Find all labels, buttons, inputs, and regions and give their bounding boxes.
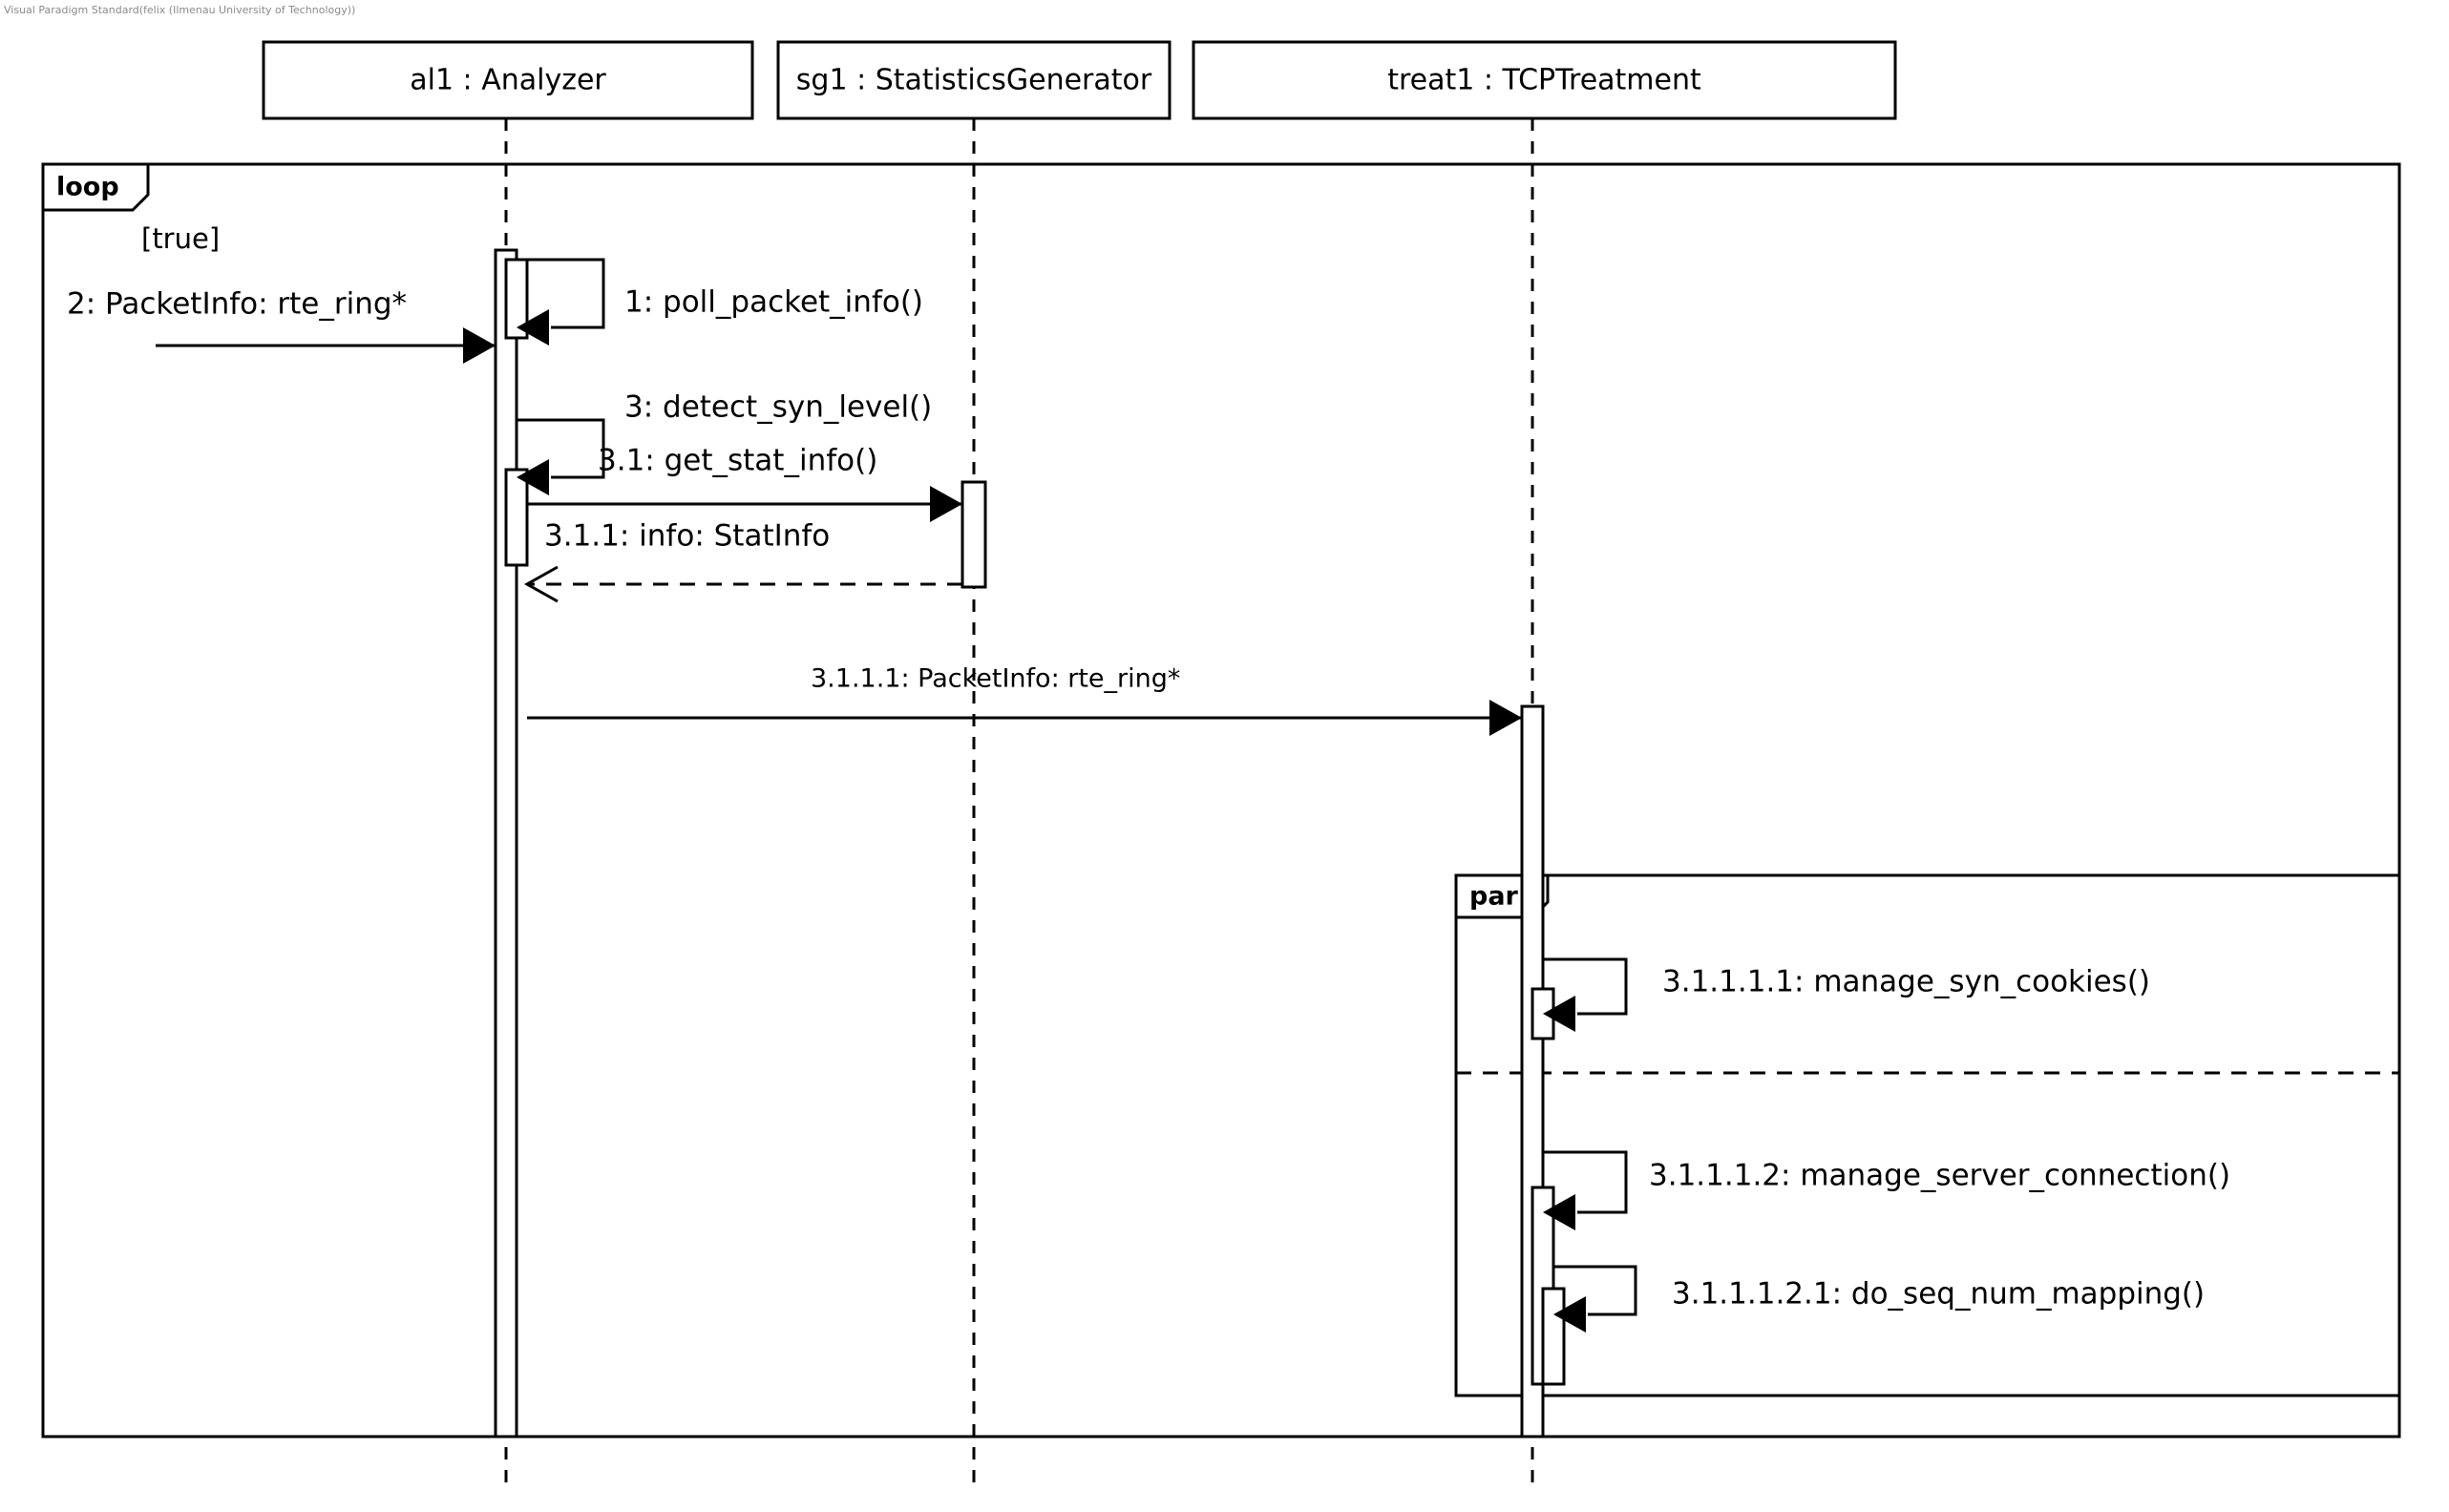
activation-act-al1-self-detect <box>504 468 529 567</box>
message-label-msg-3-1-1-1-2-manage-server-connection: 3.1.1.1.2: manage_server_connection() <box>1649 1159 2230 1193</box>
fragment-operator-label-loop: loop <box>56 173 119 202</box>
activation-act-treat1-seq <box>1541 1287 1566 1386</box>
fragment-tab-loop <box>41 162 150 212</box>
arrowhead-msg-3-1-1-1-2-manage-server-connection <box>1543 1194 1575 1230</box>
activation-act-sg1 <box>961 480 987 589</box>
fragment-frame-par <box>1454 873 2401 1397</box>
message-label-msg-3-1-1-info-statinfo: 3.1.1: info: StatInfo <box>544 519 830 554</box>
fragment-frame-loop <box>41 162 2401 1438</box>
message-line-msg-3-1-1-1-2-1-do-seq-num-mapping <box>1553 1265 1637 1316</box>
arrowhead-msg-3-1-1-info-statinfo <box>523 565 559 603</box>
lifeline-label-al1: al1 : Analyzer <box>410 64 606 97</box>
message-line-msg-3-1-1-1-2-manage-server-connection <box>1543 1150 1628 1214</box>
message-label-msg-3-1-1-1-1-manage-syn-cookies: 3.1.1.1.1: manage_syn_cookies() <box>1662 965 2150 999</box>
message-label-msg-3-1-1-1-2-1-do-seq-num-mapping: 3.1.1.1.2.1: do_seq_num_mapping() <box>1672 1277 2205 1312</box>
arrowhead-msg-1-poll-packet-info <box>517 309 549 346</box>
message-label-msg-2-packetinfo: 2: PacketInfo: rte_ring* <box>67 287 407 322</box>
arrowhead-msg-3-1-1-1-packetinfo <box>1489 700 1522 736</box>
message-line-msg-3-detect-syn-level <box>517 418 605 479</box>
activation-act-al1-outer <box>494 248 518 1438</box>
arrowhead-msg-2-packetinfo <box>463 327 496 364</box>
message-label-msg-1-poll-packet-info: 1: poll_packet_info() <box>624 285 923 320</box>
arrowhead-msg-3-1-1-1-1-manage-syn-cookies <box>1543 996 1575 1032</box>
message-line-msg-3-1-1-1-1-manage-syn-cookies <box>1543 957 1628 1016</box>
message-label-msg-3-detect-syn-level: 3: detect_syn_level() <box>624 390 932 425</box>
lifeline-header-al1[interactable] <box>262 40 754 120</box>
lifeline-header-sg1[interactable] <box>776 40 1172 120</box>
arrowhead-msg-3-1-get-stat-info <box>930 486 962 522</box>
message-label-msg-3-1-get-stat-info: 3.1: get_stat_info() <box>598 444 877 478</box>
message-label-msg-3-1-1-1-packetinfo: 3.1.1.1: PacketInfo: rte_ring* <box>811 664 1180 694</box>
message-line-msg-1-poll-packet-info <box>517 258 605 329</box>
watermark-text: Visual Paradigm Standard(felix (Ilmenau … <box>4 4 356 16</box>
lifeline-header-treat1[interactable] <box>1192 40 1897 120</box>
fragment-guard-label-loop: [true] <box>141 222 220 255</box>
lifeline-label-treat1: treat1 : TCPTreatment <box>1387 64 1701 97</box>
lifeline-label-sg1: sg1 : StatisticsGenerator <box>796 64 1152 97</box>
arrowhead-msg-3-1-1-1-2-1-do-seq-num-mapping <box>1553 1296 1586 1333</box>
fragment-operator-label-par: par <box>1469 882 1519 912</box>
arrowhead-msg-3-detect-syn-level <box>517 459 549 495</box>
